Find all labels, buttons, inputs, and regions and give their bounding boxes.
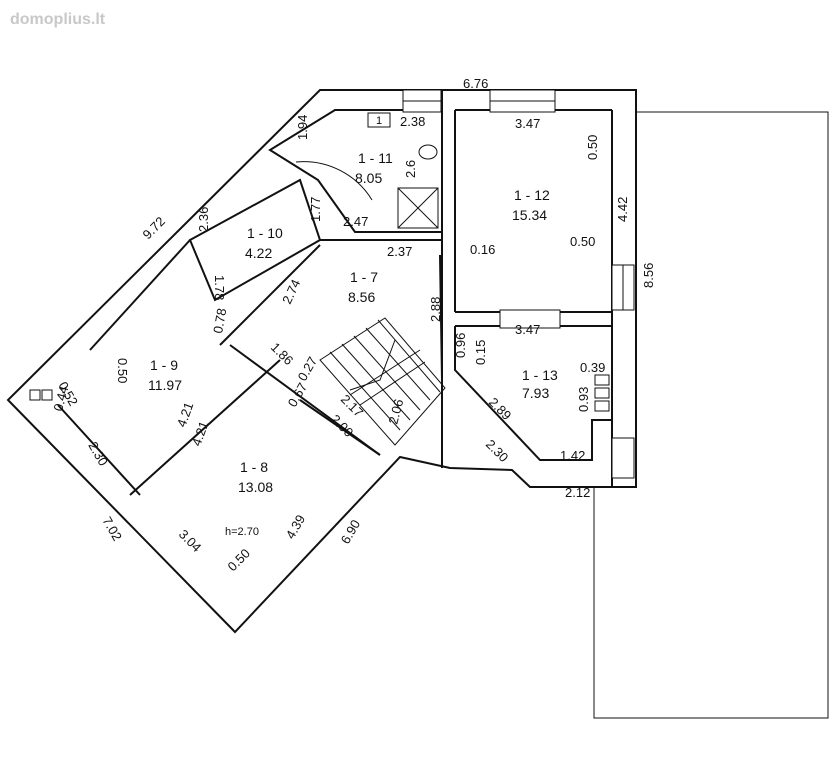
room-1-11-id: 1 - 11 (358, 150, 393, 166)
dim-r9-b: 0.78 (210, 307, 229, 335)
dim-r13-f: 2.89 (486, 395, 515, 424)
dim-r13-a: 0.96 (453, 333, 468, 358)
dim-r12-c: 0.16 (470, 242, 495, 257)
dim-r13-d: 0.93 (576, 387, 591, 412)
wc-fixture-label: 1 (376, 115, 382, 127)
dim-r12-a: 0.50 (585, 135, 600, 160)
dim-r13-c: 0.39 (580, 360, 605, 375)
dim-r10-b: 1.78 (212, 275, 227, 300)
room-1-12-id: 1 - 12 (514, 187, 550, 203)
dim-r11-a: 1.94 (295, 115, 310, 140)
dim-bottom-diag: 6.90 (338, 517, 364, 546)
room-1-13-area: 7.93 (522, 385, 549, 401)
dim-r12-side: 4.42 (615, 197, 630, 222)
dim-r9-d: 0.44 (50, 384, 71, 412)
dim-r11-d: 1.77 (308, 197, 323, 222)
dim-r12-top: 3.47 (515, 116, 540, 131)
room-1-9-area: 11.97 (148, 377, 182, 393)
room-1-9-id: 1 - 9 (150, 357, 178, 373)
room-1-8-area: 13.08 (238, 479, 273, 495)
dim-r11-b: 2.38 (400, 114, 425, 129)
watermark: domoplius.lt (10, 11, 106, 28)
dim-corr-a: 2.37 (387, 244, 412, 259)
dim-r10-a: 2.36 (196, 207, 211, 232)
windows (402, 89, 635, 479)
dim-r8-c: 0.50 (225, 546, 254, 575)
dim-top-total: 6.76 (463, 76, 488, 91)
room-1-10-id: 1 - 10 (247, 225, 283, 241)
room-1-7-area: 8.56 (348, 289, 375, 305)
dim-r12-b: 0.50 (570, 234, 595, 249)
dim-r13-e: 1.42 (560, 448, 585, 463)
dim-r8-d: 4.39 (283, 512, 309, 541)
dim-r9-a: 0.50 (115, 358, 130, 383)
dim-left-bottom: 7.02 (99, 514, 125, 543)
exterior-walls (6, 89, 637, 634)
room-1-8-id: 1 - 8 (240, 459, 268, 475)
room-1-11-area: 8.05 (355, 170, 382, 186)
interior-partitions (57, 178, 443, 496)
room-labels: 1 - 7 8.56 1 - 8 13.08 1 - 9 11.97 1 - 1… (148, 150, 558, 538)
dim-r13-g: 2.30 (483, 437, 512, 466)
room-1-12-area: 15.34 (512, 207, 547, 223)
fixtures: 1 (29, 112, 610, 412)
dim-r11-e: 2.47 (343, 214, 368, 229)
dim-right-total: 8.56 (641, 263, 656, 288)
dim-r8-a: 4.21 (189, 419, 212, 448)
dim-corr-b: 2.88 (428, 297, 443, 322)
dim-bottom-right: 2.12 (565, 485, 590, 500)
dim-r9-f: 4.21 (174, 400, 197, 429)
dim-r13-b: 0.15 (473, 340, 488, 365)
room-1-13-id: 1 - 13 (522, 367, 558, 383)
ceiling-height: h=2.70 (225, 526, 259, 538)
dim-st-b: 0.27 (295, 354, 321, 383)
dim-r9-e: 2.30 (85, 439, 111, 468)
dim-st-a: 1.86 (268, 340, 297, 369)
room-1-7-id: 1 - 7 (350, 269, 378, 285)
dim-r8-b: 3.04 (176, 527, 205, 556)
staircase (319, 317, 446, 446)
dim-r11-c: 2.6 (403, 160, 418, 178)
dim-r13-top: 3.47 (515, 322, 540, 337)
room-1-10-area: 4.22 (245, 245, 272, 261)
dim-left-diag: 9.72 (140, 214, 169, 243)
adjacent-building (593, 111, 829, 719)
dim-st-f: 2.06 (385, 397, 406, 425)
